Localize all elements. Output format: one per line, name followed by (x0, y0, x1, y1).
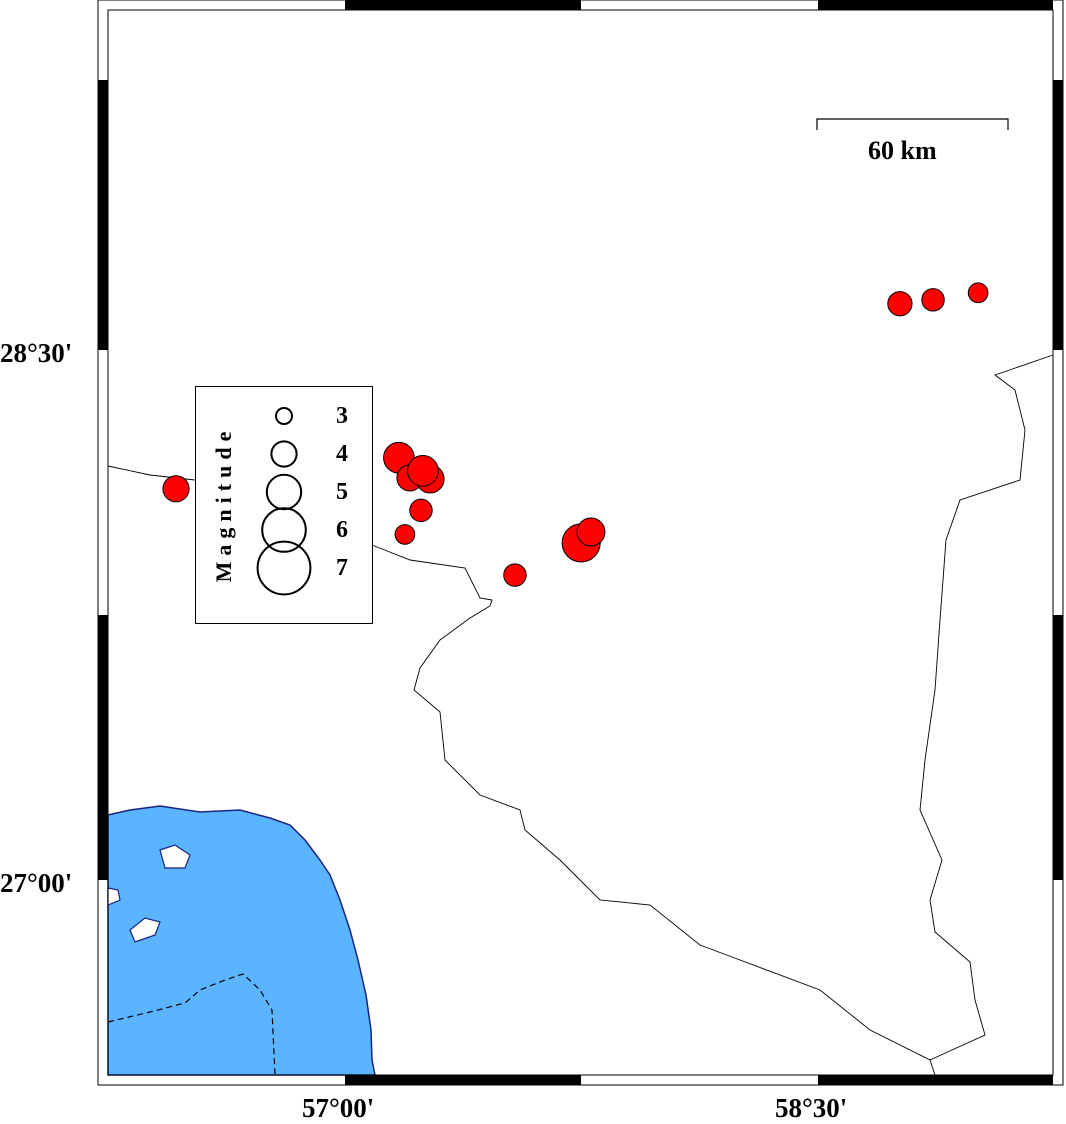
border-line-east (919, 354, 1054, 1061)
scale-bar-label: 60 km (868, 136, 937, 165)
earthquake-marker (162, 475, 190, 503)
earthquake-marker (394, 524, 416, 545)
legend-circle (270, 440, 298, 468)
earthquake-events (162, 282, 989, 587)
earthquake-marker (409, 498, 433, 523)
earthquake-marker (576, 517, 606, 547)
earthquake-marker (921, 288, 945, 312)
depth-contour (107, 973, 276, 1076)
legend-label: 6 (336, 517, 348, 543)
lat-label-28-30: 28°30' (0, 338, 73, 368)
legend-circle (275, 407, 293, 425)
earthquake-marker (967, 282, 989, 304)
legend-label: 3 (336, 403, 348, 429)
earthquake-marker (887, 291, 913, 317)
map-frame (97, 0, 1064, 1086)
legend-label: 7 (336, 555, 348, 581)
scale-bar (816, 118, 1009, 130)
lon-label-58-30: 58°30' (775, 1093, 848, 1123)
earthquake-marker (503, 563, 527, 587)
island (129, 917, 161, 943)
legend-circle (261, 507, 307, 553)
island (159, 844, 191, 869)
magnitude-legend: Magnitude 3 4 5 6 7 (195, 386, 373, 624)
legend-label: 5 (336, 479, 348, 505)
legend-symbols (256, 407, 312, 596)
legend-label: 4 (336, 441, 348, 467)
lat-label-27-00: 27°00' (0, 868, 73, 898)
lon-label-57-00: 57°00' (302, 1093, 375, 1123)
earthquake-marker (407, 454, 439, 487)
sea (107, 805, 376, 1076)
legend-circle (265, 473, 303, 511)
legend-circle (256, 540, 312, 596)
